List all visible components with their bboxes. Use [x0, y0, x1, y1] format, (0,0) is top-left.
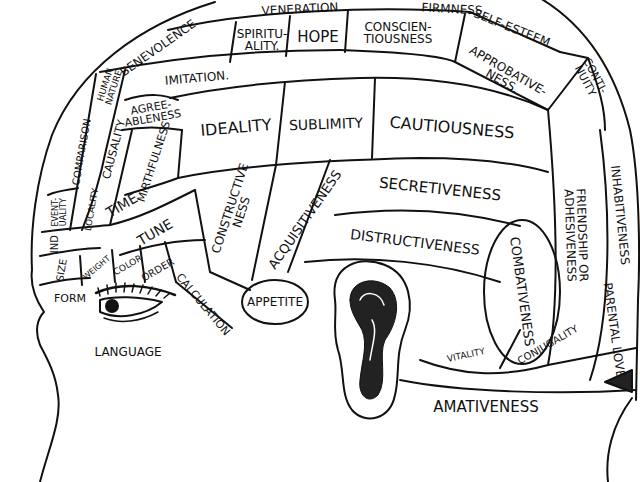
brain-region: LOCALITY	[82, 180, 101, 241]
region-label: DISTRUCTIVENESS	[330, 225, 500, 260]
region-line	[276, 82, 285, 165]
region-label: AMATIVENESS	[411, 400, 561, 415]
region-label: COMBATIVENESS	[505, 217, 539, 367]
brain-region: SIZE	[54, 249, 71, 290]
brain-region: FRIENDSHIP OR ADHESIVENESS	[562, 175, 591, 296]
brain-region: ACQUISITIVENESS	[257, 155, 354, 285]
brain-region: AMATIVENESS	[411, 400, 561, 415]
region-label: CALCULATION	[163, 259, 242, 350]
brain-region: CONSCIEN- TIOUSNESS	[348, 21, 448, 45]
brain-region: EVENT- UALITY	[52, 187, 68, 237]
brain-region: HOPE	[288, 30, 348, 45]
ear	[334, 261, 409, 418]
region-label: IMITATION.	[147, 68, 248, 89]
brain-region: SECRETIVENESS	[355, 174, 526, 207]
region-label: PARENTAL LOVE	[598, 260, 630, 400]
brain-region: TIME	[97, 186, 147, 223]
region-line	[335, 210, 520, 226]
region-label: APPETITE	[240, 296, 310, 308]
brain-region: CALCULATION	[163, 259, 242, 350]
pupil	[106, 300, 118, 312]
brain-region: PARENTAL LOVE	[598, 260, 630, 400]
region-label: CONTI- NUITY	[568, 51, 611, 106]
region-label: VENERATION	[230, 0, 370, 19]
region-label: IND	[50, 229, 60, 259]
brain-region: IMITATION.	[147, 68, 248, 89]
feature-label: LANGUAGE	[94, 345, 161, 359]
brain-region: SPIRITU- ALITY.	[231, 28, 293, 52]
region-line	[48, 188, 78, 195]
brain-region: CAUTIOUSNESS	[367, 112, 538, 143]
brain-region: INHABITIVENESS	[606, 135, 635, 295]
brain-region: DISTRUCTIVENESS	[330, 225, 500, 260]
brain-region: CONTI- NUITY	[568, 51, 611, 106]
region-line	[120, 240, 205, 255]
region-label: HOPE	[288, 30, 348, 45]
brain-region: SUBLIMITY	[276, 115, 376, 133]
region-label: SPIRITU- ALITY.	[231, 28, 293, 52]
region-label: FRIENDSHIP OR ADHESIVENESS	[562, 175, 591, 296]
region-label: APPROBATIVE- NESS.	[451, 38, 558, 114]
region-label: VITALITY	[431, 344, 501, 368]
brain-region: APPROBATIVE- NESS.	[451, 38, 558, 114]
region-label: SECRETIVENESS	[355, 174, 526, 207]
brain-region: APPETITE	[240, 296, 310, 308]
region-label: IDEALITY	[190, 116, 281, 140]
feature-label-box: LANGUAGE	[94, 345, 161, 359]
region-label: SIZE	[54, 249, 71, 290]
region-label: EVENT- UALITY	[52, 187, 68, 237]
region-label: LOCALITY	[82, 180, 101, 241]
region-line	[455, 14, 465, 62]
region-label: FORM	[50, 293, 90, 304]
neck-outline	[607, 398, 632, 482]
brain-region: COMBATIVENESS	[505, 217, 539, 367]
brain-region: VENERATION	[230, 0, 370, 19]
brain-region: FORM	[50, 293, 90, 304]
region-line	[345, 10, 348, 52]
region-label: CONSCIEN- TIOUSNESS	[348, 21, 448, 45]
ear-inner	[360, 294, 384, 360]
brain-region: VITALITY	[431, 344, 501, 368]
region-line	[400, 380, 636, 392]
brain-region: IND	[50, 229, 60, 259]
region-label: INHABITIVENESS	[606, 135, 635, 295]
region-line	[340, 50, 455, 62]
region-line	[230, 22, 236, 62]
brain-region: IDEALITY	[190, 116, 281, 140]
eyelid	[104, 312, 158, 321]
ear-inner	[350, 281, 397, 399]
region-line	[372, 78, 375, 158]
eye	[100, 297, 162, 316]
region-line	[590, 130, 607, 380]
region-label: CAUTIOUSNESS	[367, 112, 538, 143]
region-label: ACQUISITIVENESS	[257, 155, 354, 285]
eyelashes	[98, 283, 170, 298]
region-label: SUBLIMITY	[276, 115, 376, 133]
region-label: TIME	[97, 186, 147, 223]
